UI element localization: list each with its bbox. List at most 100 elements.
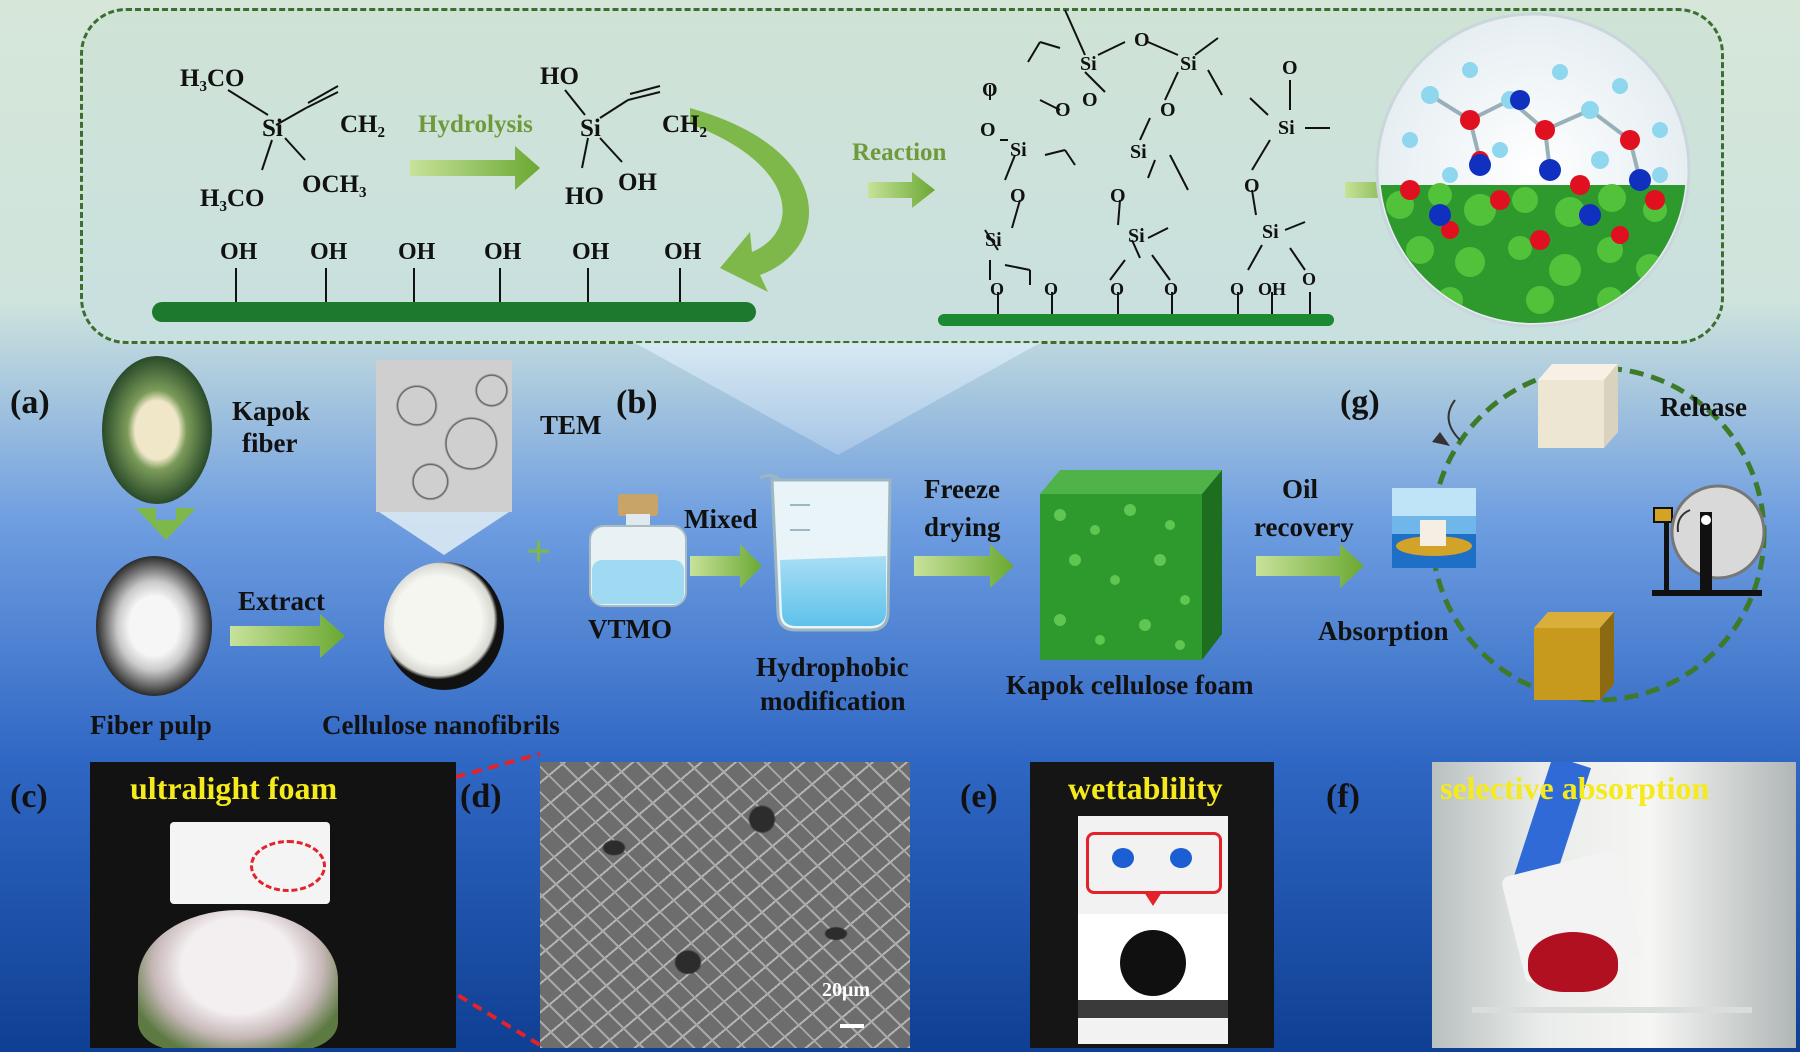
down-arrow-kapok — [136, 508, 196, 540]
absorption-label: Absorption — [1318, 616, 1449, 646]
g-o-b5: O — [1230, 279, 1245, 299]
h3co-bottom: H₃CO — [200, 185, 265, 212]
g-o-b2: O — [1044, 279, 1059, 299]
curved-arrow — [690, 108, 810, 292]
freeze-label: Freeze — [924, 474, 1000, 504]
g-o-10: O — [1244, 175, 1260, 197]
g-si-5: Si — [985, 229, 1002, 251]
ultralight-foam-photo — [90, 762, 456, 1048]
panel-letter-d: (d) — [460, 778, 502, 815]
surface-oh-2: OH — [310, 239, 348, 265]
panel-letter-b: (b) — [616, 384, 658, 421]
wettability-caption: wettablility — [1068, 770, 1223, 806]
silanol-molecule — [564, 85, 661, 169]
hydrophobic-label: Hydrophobic — [756, 652, 909, 682]
g-o-6: O — [980, 119, 996, 141]
contact-angle-droplet — [1120, 930, 1186, 996]
ho-top: HO — [540, 63, 579, 90]
ho-bottom: HO — [565, 183, 604, 210]
g-si-3: Si — [1130, 141, 1147, 163]
g-si-7: Si — [1278, 117, 1295, 139]
cycle-arrow-left — [1447, 399, 1461, 441]
clean-foam-cube — [1538, 364, 1618, 448]
clover-flower — [138, 910, 338, 1048]
oil-spill-scene — [1392, 488, 1476, 568]
water-droplet-2 — [1170, 848, 1192, 868]
g-si-8: Si — [1262, 221, 1279, 243]
g-oh-b6: OH — [1258, 279, 1287, 299]
scale-bar-label: 20μm — [822, 979, 870, 1001]
red-oil — [1528, 932, 1618, 992]
mixed-arrow — [690, 544, 762, 588]
fiber-pulp-photo — [96, 556, 212, 696]
scheme-funnel — [635, 343, 1040, 455]
si-atom-2: Si — [580, 115, 601, 142]
fiber-label: fiber — [242, 428, 298, 458]
ultralight-foam-caption: ultralight foam — [130, 770, 338, 806]
g-o-b4: O — [1164, 279, 1179, 299]
substrate — [1078, 1000, 1228, 1018]
g-o-2: O — [1160, 99, 1176, 121]
water-line — [1472, 1007, 1752, 1013]
kapok-label: Kapok — [232, 396, 311, 426]
selective-absorption-caption: selective absorption — [1440, 770, 1710, 806]
g-o-9: O — [1282, 57, 1298, 79]
freeze-drying-arrow — [914, 544, 1014, 588]
g-o-7: O — [1010, 185, 1026, 207]
g-o-4: O — [982, 79, 998, 101]
tem-label: TEM — [540, 410, 602, 440]
surface-oh-6: OH — [664, 239, 702, 265]
g-o-b1: O — [990, 279, 1005, 299]
h3co-top: H₃CO — [180, 65, 245, 92]
cellulose-surface-bar — [152, 302, 756, 322]
g-si-4: Si — [1010, 139, 1027, 161]
extract-arrow — [230, 614, 345, 658]
kapok-foam-label: Kapok cellulose foam — [1006, 670, 1254, 700]
surface-oh-4: OH — [484, 239, 522, 265]
g-o-1: O — [1134, 29, 1150, 51]
oil-label: Oil — [1282, 474, 1319, 504]
panel-letter-c: (c) — [10, 778, 48, 815]
down-red-arrow — [1144, 892, 1162, 906]
release-label: Release — [1660, 392, 1747, 422]
drying-label: drying — [924, 512, 1001, 542]
ch2-2: CH₂ — [662, 111, 707, 138]
si-atom-1: Si — [262, 115, 283, 142]
surface-oh-3: OH — [398, 239, 436, 265]
surface-oh-5: OH — [572, 239, 610, 265]
plus-sign: + — [526, 527, 552, 576]
g-o-8: O — [1110, 185, 1126, 207]
extract-label: Extract — [238, 586, 325, 616]
ch2-1: CH₂ — [340, 111, 385, 138]
recovery-label: recovery — [1254, 512, 1354, 542]
oh-silanol: OH — [618, 169, 657, 196]
mixed-label: Mixed — [684, 504, 758, 534]
g-o-b7: O — [1302, 269, 1317, 289]
reaction-arrow — [868, 172, 935, 208]
selective-absorption-photo — [1432, 762, 1796, 1048]
water-droplet-1 — [1112, 848, 1134, 868]
cellulose-nanofibrils-label: Cellulose nanofibrils — [322, 710, 560, 740]
grafted-surface-bar — [938, 314, 1334, 326]
scale-bar — [840, 1024, 864, 1028]
hydrolysis-label: Hydrolysis — [418, 111, 533, 138]
panel-letter-f: (f) — [1326, 778, 1360, 815]
g-o-b3: O — [1110, 279, 1125, 299]
oil-recovery-arrow — [1256, 544, 1364, 588]
grafted-siloxane-network — [984, 9, 1330, 285]
hydrolysis-arrow — [410, 146, 540, 190]
g-si-1: Si — [1080, 53, 1097, 75]
vtmo-bottle — [589, 494, 687, 607]
beaker — [759, 473, 892, 632]
zoom-circle — [250, 840, 326, 892]
kapok-foam-cube — [1040, 470, 1222, 660]
sem-image — [540, 762, 910, 1048]
cellulose-nanofibrils-photo — [384, 562, 504, 690]
kapok-fiber-photo — [102, 356, 212, 504]
tem-image — [376, 360, 512, 512]
och3: OCH₃ — [302, 171, 367, 198]
g-o-5: O — [1055, 99, 1071, 121]
tem-funnel — [376, 510, 512, 555]
oil-soaked-cube — [1534, 612, 1614, 700]
